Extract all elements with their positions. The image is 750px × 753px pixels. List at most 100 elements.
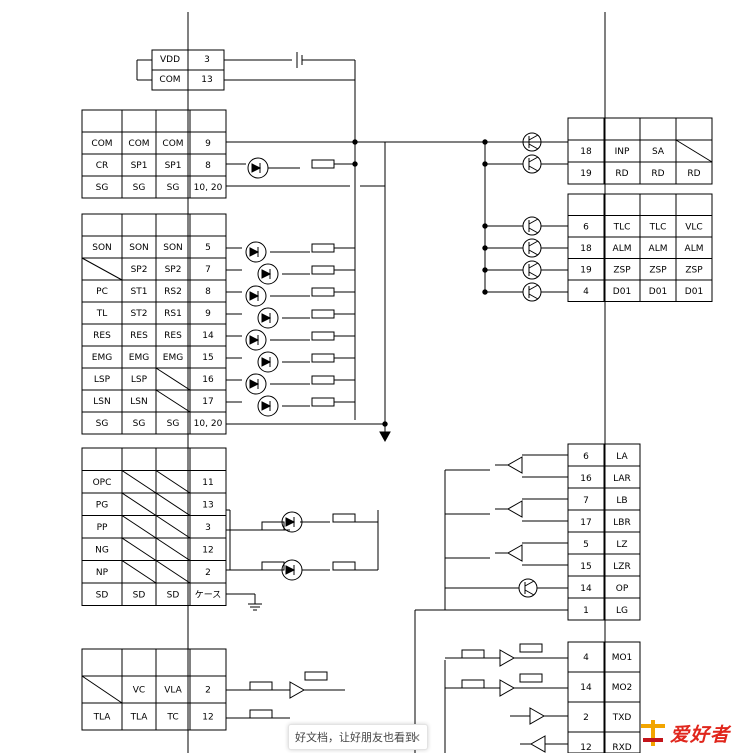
- na-diagonal: [155, 389, 191, 413]
- signal-name: LB: [616, 496, 627, 506]
- transistor-collector: [528, 284, 539, 291]
- signal-name: SON: [92, 243, 112, 253]
- site-logo: 爱好者: [636, 716, 748, 752]
- signal-name: TXD: [612, 713, 632, 723]
- diode-icon: [261, 269, 272, 279]
- transistor-emitter: [528, 143, 539, 150]
- signal-name: RD: [687, 169, 700, 179]
- junction-dot: [482, 161, 488, 167]
- transistor-collector: [528, 134, 539, 141]
- na-diagonal: [155, 537, 191, 561]
- signal-name: ALM: [649, 244, 668, 254]
- transistor-icon: [522, 216, 542, 236]
- transistor-collector: [528, 218, 539, 225]
- signal-name: PG: [96, 500, 108, 510]
- signal-name: INP: [615, 147, 630, 157]
- share-toast-text: 好文档，让好朋友也看到: [295, 731, 416, 744]
- signal-name: ZSP: [685, 265, 703, 275]
- photocoupler-icon: [245, 285, 267, 307]
- transistor-icon: [522, 154, 542, 174]
- pin-number: 7: [205, 265, 211, 275]
- line-driver-icon: [289, 681, 306, 699]
- pin-number: 14: [580, 683, 592, 693]
- signal-name: SG: [167, 183, 180, 193]
- pin-number: 18: [580, 147, 592, 157]
- diode-icon: [285, 565, 296, 575]
- logo-mark-icon: [641, 720, 665, 746]
- junction-dot: [482, 223, 488, 229]
- transistor-collector: [524, 580, 535, 587]
- diode-icon: [249, 335, 260, 345]
- share-toast[interactable]: 好文档，让好朋友也看到 ✕: [288, 724, 428, 750]
- signal-name: TLC: [649, 222, 667, 232]
- signal-name: SP1: [131, 161, 148, 171]
- diode-icon: [261, 357, 272, 367]
- resistor: [519, 673, 543, 683]
- close-icon[interactable]: ✕: [410, 731, 421, 745]
- diode-icon: [249, 379, 260, 389]
- signal-name: SON: [129, 243, 149, 253]
- line-driver-icon: [529, 707, 546, 725]
- pin-number: 4: [583, 287, 589, 297]
- transistor-emitter: [524, 589, 535, 596]
- photocoupler-icon: [245, 241, 267, 263]
- na-diagonal: [81, 257, 123, 281]
- pin-number: 16: [202, 375, 214, 385]
- pin-number: 9: [205, 309, 211, 319]
- junction-dot: [352, 161, 358, 167]
- signal-name: RD: [615, 169, 628, 179]
- line-driver-icon: [506, 456, 523, 474]
- signal-name: TC: [166, 713, 178, 723]
- pin-number: 2: [583, 713, 589, 723]
- na-diagonal: [155, 560, 191, 584]
- signal-name: SP1: [165, 161, 182, 171]
- signal-name: SD: [96, 590, 109, 600]
- signal-name: LG: [616, 606, 628, 616]
- na-diagonal: [121, 470, 157, 494]
- signal-name: LSP: [94, 375, 111, 385]
- signal-name: SG: [133, 419, 146, 429]
- junction-dot: [352, 139, 358, 145]
- pin-number: 6: [583, 452, 589, 462]
- na-diagonal: [81, 675, 123, 704]
- transistor-emitter: [528, 271, 539, 278]
- signal-name: SD: [167, 590, 180, 600]
- resistor: [311, 331, 335, 341]
- signal-name: LSN: [93, 397, 110, 407]
- na-diagonal: [121, 515, 157, 539]
- signal-name: LSP: [131, 375, 148, 385]
- signal-name: SG: [133, 183, 146, 193]
- pin-number: 19: [580, 265, 592, 275]
- resistor: [461, 679, 485, 689]
- photocoupler-icon: [257, 351, 279, 373]
- transistor-icon: [518, 578, 538, 598]
- signal-name: COM: [128, 139, 149, 149]
- photocoupler-icon: [257, 307, 279, 329]
- line-driver-icon: [506, 500, 523, 518]
- signal-name: RD: [651, 169, 664, 179]
- resistor: [249, 709, 273, 719]
- signal-name: VLA: [164, 686, 182, 696]
- signal-name: TL: [96, 309, 108, 319]
- signal-name: EMG: [92, 353, 112, 363]
- photocoupler-icon: [245, 329, 267, 351]
- signal-name: OP: [616, 584, 629, 594]
- pin-number: 13: [202, 500, 213, 510]
- signal-name: LAR: [613, 474, 631, 484]
- signal-name: MO1: [612, 653, 633, 663]
- signal-name: NG: [95, 545, 109, 555]
- pin-number: 10, 20: [194, 419, 223, 429]
- transistor-emitter: [528, 293, 539, 300]
- pin-number: 19: [580, 169, 592, 179]
- pin-number: 18: [580, 244, 592, 254]
- pin-number: 15: [202, 353, 213, 363]
- pin-number: 5: [205, 243, 211, 253]
- pin-number: 17: [580, 518, 591, 528]
- signal-name: LZ: [616, 540, 627, 550]
- resistor: [311, 265, 335, 275]
- signal-name: D01: [649, 287, 667, 297]
- pin-number: 14: [202, 331, 214, 341]
- line-driver-icon: [506, 544, 523, 562]
- transistor-icon: [522, 238, 542, 258]
